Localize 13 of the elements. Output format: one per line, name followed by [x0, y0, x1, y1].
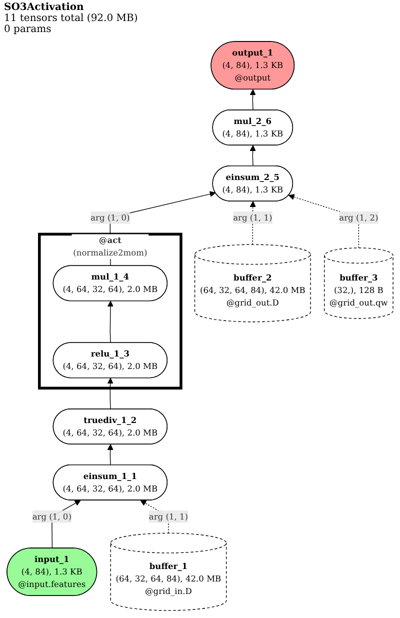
edge-label: arg (1, 0)	[32, 512, 72, 522]
arrow	[250, 145, 256, 166]
edge-label: arg (1, 0)	[90, 212, 130, 222]
summary-note: 0 params	[4, 24, 52, 35]
arrow	[107, 444, 114, 466]
summary-note: 11 tensors total (92.0 MB)	[4, 13, 138, 24]
arrow	[250, 89, 256, 111]
arrow	[107, 300, 114, 344]
edge-label: arg (1, 1)	[148, 512, 188, 522]
arrow	[107, 378, 114, 410]
edge-label: arg (1, 2)	[339, 212, 378, 222]
edge-label: arg (1, 1)	[233, 212, 272, 222]
diagram-title: SO3Activation	[4, 2, 85, 13]
